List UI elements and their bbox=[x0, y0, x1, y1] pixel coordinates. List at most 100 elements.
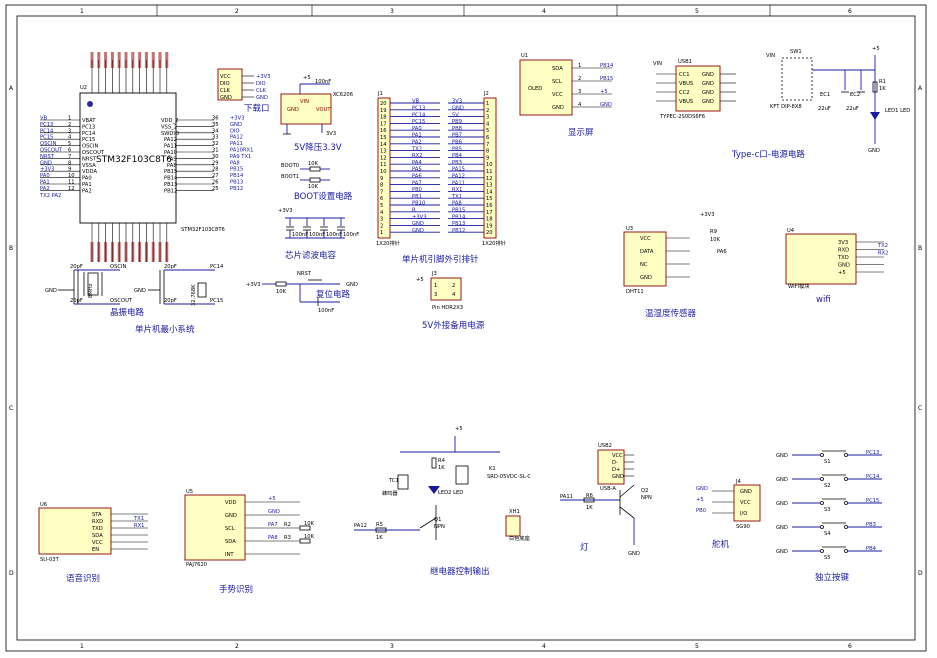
u3-r: R9 bbox=[710, 229, 717, 235]
lamp-q: Q2 bbox=[641, 488, 648, 494]
wifi-pin-TXD: TXD bbox=[837, 255, 849, 261]
zone-col-top-6: 6 bbox=[848, 8, 852, 15]
j2-pinnum: 20 bbox=[486, 230, 493, 236]
u6-pin-STA: STA bbox=[92, 512, 102, 518]
u2-net-l: PA2 bbox=[40, 186, 50, 192]
u2-net-l: NRST bbox=[40, 154, 55, 160]
j1-pinnum: 17 bbox=[380, 121, 387, 127]
sw1-r1: R1 bbox=[879, 79, 886, 85]
caption-wifi: wifi bbox=[816, 295, 831, 305]
u2-pin-l-NRST: NRST bbox=[82, 156, 97, 162]
j3-ref: J3 bbox=[431, 271, 437, 277]
reset-res: 10K bbox=[276, 289, 287, 295]
reset-vcc: +3V3 bbox=[246, 282, 261, 288]
key-contact bbox=[844, 501, 848, 505]
zone-col-top-4: 4 bbox=[542, 8, 546, 15]
reset-circuit: NRST +3V3 10K 100nF GND 复位电路 bbox=[246, 271, 358, 314]
filter-cap-value: 100nF bbox=[292, 232, 308, 238]
u2-top-label-mark bbox=[117, 52, 121, 68]
frame-outer bbox=[5, 4, 927, 652]
wifi-pin-3V3: 3V3 bbox=[838, 240, 848, 246]
j3-net: +5 bbox=[416, 277, 424, 283]
sw1-led: LED1 LED bbox=[885, 108, 910, 114]
oled-pin-VCC: VCC bbox=[552, 92, 563, 98]
key-contact bbox=[844, 549, 848, 553]
j1-ref: J1 bbox=[377, 91, 383, 97]
u2-pin-r-PA8: PA8 bbox=[167, 163, 177, 169]
usb1-pin-r-GND: GND bbox=[702, 72, 714, 78]
j2-net: TX1 bbox=[451, 194, 462, 200]
zone-col-bottom-4: 4 bbox=[542, 643, 546, 650]
u2-part: STM32F103C8T6 bbox=[96, 155, 172, 165]
crystal-cap-1: 20pF bbox=[70, 264, 83, 270]
u2-pin-r-VSS_2: VSS_2 bbox=[161, 124, 177, 130]
u2-bottom-label-mark bbox=[131, 242, 135, 262]
u2-bottom-label-mark bbox=[90, 242, 94, 262]
filter-cap-value: 100nF bbox=[309, 232, 325, 238]
sw1-vcc: +5 bbox=[872, 46, 880, 52]
u2-top-label-mark bbox=[151, 52, 155, 68]
u2-bottom-label-mark bbox=[124, 242, 128, 262]
j2-pinnum: 17 bbox=[486, 210, 493, 216]
j1-pinnum: 10 bbox=[380, 169, 387, 175]
u2-pinnum-r: 32 bbox=[212, 141, 219, 147]
u2-net-r: DIO bbox=[230, 128, 240, 134]
key-contact bbox=[844, 525, 848, 529]
relay-k: K1 bbox=[489, 466, 496, 472]
j2-net: GND bbox=[452, 106, 464, 112]
u2-bottom-label-mark bbox=[158, 242, 162, 262]
sw1-net: VIN bbox=[766, 53, 775, 59]
u2-pin-r-PA11: PA11 bbox=[164, 144, 177, 150]
j2-net: PA8 bbox=[452, 201, 462, 207]
caption-dht: 温湿度传感器 bbox=[645, 308, 697, 319]
lamp-pin-GND: GND bbox=[612, 474, 624, 480]
u2-pinnum-r: 29 bbox=[212, 160, 219, 166]
j1-net: PA4 bbox=[412, 160, 422, 166]
u4-ref: U4 bbox=[787, 228, 795, 234]
j1-pinnum: 2 bbox=[380, 223, 383, 229]
relay-r5: R5 bbox=[376, 522, 383, 528]
j1-pinnum: 8 bbox=[380, 183, 383, 189]
j2-net: PB5 bbox=[452, 146, 462, 152]
u2-pinnum-r: 30 bbox=[212, 154, 219, 160]
ldo-5v-net: +5 bbox=[303, 75, 311, 81]
sw1-ec1: EC1 bbox=[820, 92, 830, 98]
key-net-PC14: PC14 bbox=[866, 474, 880, 480]
j2-pinnum: 3 bbox=[486, 115, 489, 121]
power-switch: VIN SW1 KFT DIP-8X8 EC1 EC2 22uF 22uF R1… bbox=[731, 46, 910, 160]
u2-net-r: PB13 bbox=[230, 180, 243, 186]
dht-pin-GND: GND bbox=[640, 275, 652, 281]
oled-name: OLED bbox=[528, 86, 542, 92]
crystal-cap-3: 20pF bbox=[164, 264, 177, 270]
servo-net-GND: GND bbox=[696, 486, 708, 492]
u2-value: STM32F103C8T6 bbox=[181, 227, 225, 233]
oled-pinnum: 2 bbox=[578, 76, 581, 82]
u2-pin-l-PA2: PA2 bbox=[82, 188, 92, 194]
j2-pinnum: 8 bbox=[486, 149, 489, 155]
u5-pin-VDD: VDD bbox=[225, 500, 237, 506]
u2-bottom-label-mark bbox=[165, 242, 169, 262]
u2-net-r: PB14 bbox=[230, 173, 244, 179]
wifi-net-RX2: RX2 bbox=[878, 251, 888, 257]
relay-r4: R4 bbox=[438, 458, 446, 464]
usb1-pin-l-CC2: CC2 bbox=[679, 90, 690, 96]
servo-pin-I/O: I/O bbox=[740, 511, 747, 517]
oled-net-GND: GND bbox=[600, 102, 612, 108]
key-net-PB4: PB4 bbox=[866, 546, 877, 552]
key-ref-S2: S2 bbox=[824, 483, 831, 489]
crystal-x2: 32.768K bbox=[191, 284, 197, 306]
relay-kpart: SRD-05VDC-SL-C bbox=[487, 474, 531, 480]
frame-inner bbox=[16, 15, 916, 641]
key-contact bbox=[820, 525, 824, 529]
boot1-net: BOOT1 bbox=[281, 174, 299, 180]
u2-net-r: PA11 bbox=[230, 141, 243, 147]
sw1-cap1: 22uF bbox=[818, 106, 831, 112]
j3-pin-2: 2 bbox=[452, 283, 455, 289]
u2-net-l: OSCIN bbox=[40, 141, 57, 147]
dht-pin-DATA: DATA bbox=[640, 249, 654, 255]
j2-net: PB14 bbox=[452, 214, 466, 220]
